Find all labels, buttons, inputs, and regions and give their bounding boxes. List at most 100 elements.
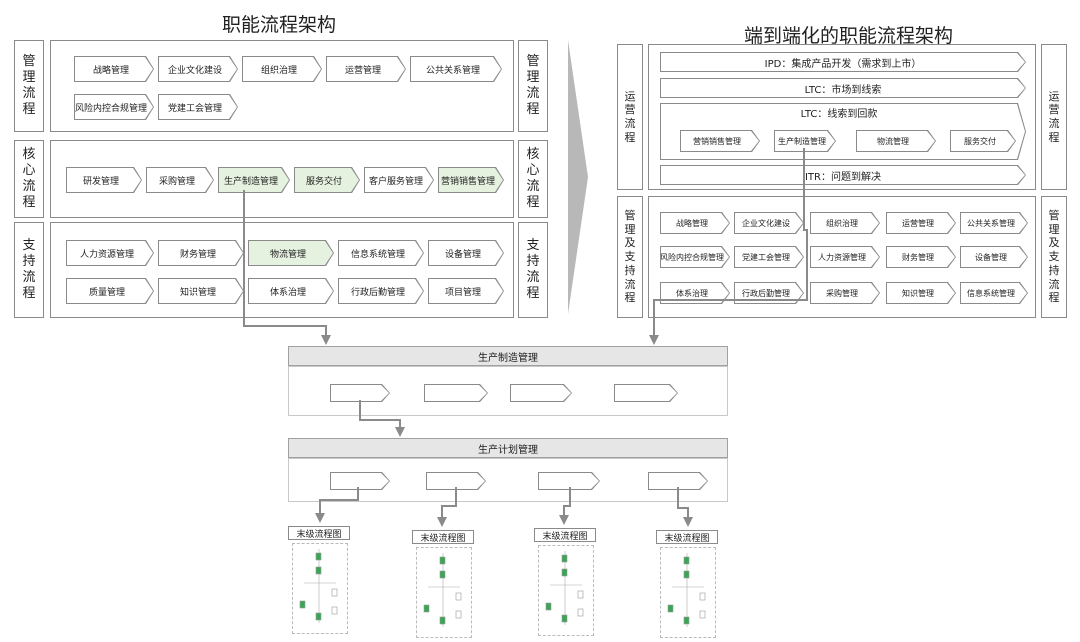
left-tag: 战略管理 xyxy=(74,56,154,82)
left-management-label-right-text: 管 理 流 程 xyxy=(526,53,540,118)
right-grid-tag-text: 企业文化建设 xyxy=(735,213,803,233)
right-grid-tag: 党建工会管理 xyxy=(734,246,804,268)
plan-step-inner xyxy=(649,473,707,489)
right-mgmt-support-label-text: 管 理 及 支 持 流 程 xyxy=(624,208,636,305)
connector-arrow xyxy=(559,487,571,525)
right-grid-tag: 组织治理 xyxy=(810,212,880,234)
left-tag: 党建工会管理 xyxy=(158,94,238,120)
left-tag-text: 组织治理 xyxy=(243,57,321,81)
right-grid-tag: 财务管理 xyxy=(886,246,956,268)
right-grid-tag: 行政后勤管理 xyxy=(734,282,804,304)
right-grid-tag-text: 组织治理 xyxy=(811,213,879,233)
right-grid-tag-text: 财务管理 xyxy=(887,247,955,267)
ltc-tag: 营销销售管理 xyxy=(680,130,760,152)
left-tag-text: 质量管理 xyxy=(67,279,153,303)
left-tag-text: 运营管理 xyxy=(327,57,405,81)
left-tag: 财务管理 xyxy=(158,240,244,266)
left-tag-text: 设备管理 xyxy=(429,241,503,265)
right-operations-label-right-text: 运 营 流 程 xyxy=(1048,89,1060,144)
right-grid-tag: 人力资源管理 xyxy=(810,246,880,268)
plan-step-inner xyxy=(427,473,485,489)
left-tag: 信息系统管理 xyxy=(338,240,424,266)
left-tag: 运营管理 xyxy=(326,56,406,82)
final-flowchart-body xyxy=(660,547,716,638)
left-core-label-right: 核 心 流 程 xyxy=(518,140,548,218)
left-tag-text: 财务管理 xyxy=(159,241,243,265)
left-tag-text: 行政后勤管理 xyxy=(339,279,423,303)
left-tag-highlighted: 服务交付 xyxy=(294,167,360,193)
left-tag-text: 生产制造管理 xyxy=(219,168,289,192)
left-core-label-right-text: 核 心 流 程 xyxy=(526,146,540,211)
right-grid-tag: 公共关系管理 xyxy=(960,212,1028,234)
ltc-tag-text: 服务交付 xyxy=(951,131,1015,151)
right-grid-tag: 企业文化建设 xyxy=(734,212,804,234)
left-support-label-text: 支 持 流 程 xyxy=(22,237,36,302)
right-grid-tag: 设备管理 xyxy=(960,246,1028,268)
right-operations-label-text: 运 营 流 程 xyxy=(624,89,636,144)
right-grid-tag-text: 党建工会管理 xyxy=(735,247,803,267)
right-grid-tag-text: 公共关系管理 xyxy=(961,213,1027,233)
right-grid-tag: 信息系统管理 xyxy=(960,282,1028,304)
left-tag-text: 采购管理 xyxy=(147,168,213,192)
plan-step xyxy=(330,472,390,490)
left-tag-text: 项目管理 xyxy=(429,279,503,303)
right-grid-tag: 风险内控合规管理 xyxy=(660,246,730,268)
itr-bar-text: ITR：问题到解决 xyxy=(661,166,1025,184)
left-title: 职能流程架构 xyxy=(222,14,337,36)
production-step xyxy=(330,384,390,402)
left-core-label: 核 心 流 程 xyxy=(14,140,44,218)
ipd-bar: IPD：集成产品开发（需求到上市） xyxy=(660,52,1026,72)
left-tag: 人力资源管理 xyxy=(66,240,154,266)
left-tag-text: 营销销售管理 xyxy=(439,168,503,192)
left-tag-text: 客户服务管理 xyxy=(365,168,433,192)
right-operations-label: 运 营 流 程 xyxy=(617,44,643,190)
plan-step-inner xyxy=(331,473,389,489)
right-grid-tag-text: 运营管理 xyxy=(887,213,955,233)
left-tag-text: 服务交付 xyxy=(295,168,359,192)
right-grid-tag: 知识管理 xyxy=(886,282,956,304)
left-tag-highlighted: 营销销售管理 xyxy=(438,167,504,193)
right-grid-tag: 采购管理 xyxy=(810,282,880,304)
final-flowchart-label: 末级流程图 xyxy=(288,526,350,540)
left-tag-text: 企业文化建设 xyxy=(159,57,237,81)
ltc-market-bar: LTC：市场到线索 xyxy=(660,78,1026,98)
left-tag: 风险内控合规管理 xyxy=(74,94,154,120)
right-mgmt-support-label-right: 管 理 及 支 持 流 程 xyxy=(1041,196,1067,318)
right-title: 端到端化的职能流程架构 xyxy=(744,25,954,47)
connector-arrow xyxy=(649,148,808,345)
right-grid-tag-text: 采购管理 xyxy=(811,283,879,303)
left-tag: 研发管理 xyxy=(66,167,142,193)
plan-step-inner xyxy=(539,473,599,489)
connector-arrow xyxy=(315,487,359,523)
production-step xyxy=(424,384,488,402)
right-grid-tag-text: 行政后勤管理 xyxy=(735,283,803,303)
left-tag: 客户服务管理 xyxy=(364,167,434,193)
left-tag: 体系治理 xyxy=(248,278,334,304)
connector-arrow xyxy=(359,400,405,437)
left-tag-text: 研发管理 xyxy=(67,168,141,192)
right-mgmt-support-label-right-text: 管 理 及 支 持 流 程 xyxy=(1048,208,1060,305)
final-flowchart: 末级流程图 xyxy=(656,530,718,638)
left-management-label-text: 管 理 流 程 xyxy=(22,53,36,118)
right-grid-tag-text: 设备管理 xyxy=(961,247,1027,267)
production-step-inner xyxy=(615,385,677,401)
right-grid-tag: 战略管理 xyxy=(660,212,730,234)
left-tag: 采购管理 xyxy=(146,167,214,193)
right-grid-tag-text: 信息系统管理 xyxy=(961,283,1027,303)
final-flowchart-label: 末级流程图 xyxy=(656,530,718,544)
left-tag: 知识管理 xyxy=(158,278,244,304)
connector-arrow xyxy=(437,487,457,527)
left-tag-text: 公共关系管理 xyxy=(411,57,501,81)
ltc-lead-to-cash-title: LTC：线索到回款 xyxy=(800,109,878,120)
final-flowchart: 末级流程图 xyxy=(288,526,350,634)
right-grid-tag-text: 人力资源管理 xyxy=(811,247,879,267)
right-grid-tag-text: 知识管理 xyxy=(887,283,955,303)
left-tag-text: 信息系统管理 xyxy=(339,241,423,265)
production-step-inner xyxy=(331,385,389,401)
right-operations-label-right: 运 营 流 程 xyxy=(1041,44,1067,190)
left-management-label-right: 管 理 流 程 xyxy=(518,40,548,132)
production-step-inner xyxy=(511,385,571,401)
ltc-tag-text: 生产制造管理 xyxy=(775,131,835,151)
left-tag-highlighted: 物流管理 xyxy=(248,240,334,266)
